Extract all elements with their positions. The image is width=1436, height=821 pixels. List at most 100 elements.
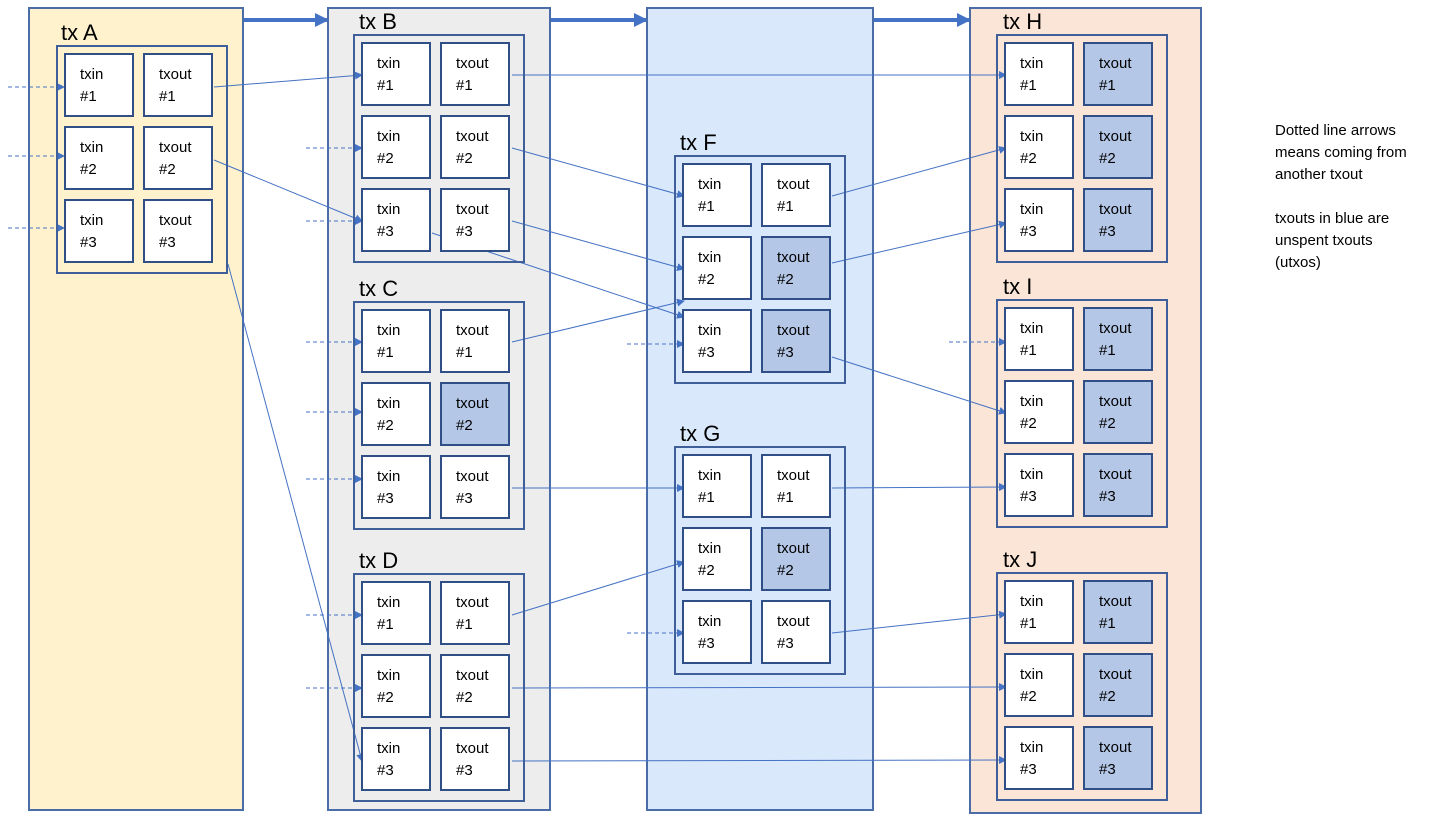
legend-note-utxo-line-2: unspent txouts: [1275, 232, 1373, 249]
cell-text: txout: [777, 613, 810, 630]
tx-i-txin-1: txin#1: [1004, 307, 1074, 371]
cell-text: txout: [1099, 593, 1132, 610]
spend-arrow: [511, 147, 685, 198]
spend-arrow: [213, 71, 363, 88]
cell-text: txout: [1099, 55, 1132, 72]
cell-text: txout: [456, 55, 489, 72]
tx-d-title: tx D: [359, 548, 399, 573]
tx-i-txout-2: txout#2: [1083, 380, 1153, 444]
cell-text: #1: [1099, 77, 1116, 94]
tx-h-txin-3: txin#3: [1004, 188, 1074, 252]
cell-text: txin: [1020, 55, 1044, 72]
cell-text: txin: [698, 467, 722, 484]
cell-text: #2: [1099, 688, 1116, 705]
tx-g-txin-1: txin #1: [682, 454, 752, 518]
tx-i-box: [996, 299, 1168, 528]
tx-j-txin-2: txin#2: [1004, 653, 1074, 717]
tx-d-txout-3: txout#3: [440, 727, 510, 791]
tx-f-txin-2: txin#2: [682, 236, 752, 300]
cell-text: txin: [1020, 466, 1044, 483]
tx-f-txout-3: txout#3: [761, 309, 831, 373]
spend-arrow: [831, 356, 1007, 415]
cell-text: #1: [377, 616, 394, 633]
cell-text: txin: [377, 55, 401, 72]
tx-a-box: [56, 45, 228, 274]
spend-arrow: [511, 560, 685, 616]
cell-text: txout: [1099, 739, 1132, 756]
cell-text: txin: [1020, 593, 1044, 610]
cell-text: txin: [377, 128, 401, 145]
tx-c-txout-3: txout#3: [440, 455, 510, 519]
tx-c-txin-2: txin#2: [361, 382, 431, 446]
cell-text: txin: [377, 201, 401, 218]
cell-text: #2: [698, 562, 715, 579]
block-column-3: [646, 7, 874, 811]
cell-text: txout: [159, 139, 192, 156]
tx-a-txin-2: txin #2: [64, 126, 134, 190]
spend-arrow: [213, 159, 363, 223]
spend-arrow: [831, 610, 1007, 634]
cell-text: txin: [80, 139, 104, 156]
tx-a-txout-2: txout#2: [143, 126, 213, 190]
tx-c-txout-1: txout#1: [440, 309, 510, 373]
spend-arrow: [227, 263, 365, 762]
tx-d-txin-2: txin#2: [361, 654, 431, 718]
tx-d-txout-1: txout#1: [440, 581, 510, 645]
spend-arrow: [511, 683, 1007, 692]
tx-c-box: [353, 301, 525, 530]
tx-c-txin-3: txin#3: [361, 455, 431, 519]
cell-text: txout: [1099, 201, 1132, 218]
cell-text: #2: [80, 161, 97, 178]
cell-text: #3: [80, 234, 97, 251]
cell-text: #1: [456, 344, 473, 361]
cell-text: #2: [1020, 688, 1037, 705]
tx-f-txin-3: txin#3: [682, 309, 752, 373]
cell-text: txin: [698, 322, 722, 339]
cell-text: #1: [698, 489, 715, 506]
cell-text: txout: [456, 201, 489, 218]
cell-text: txout: [777, 467, 810, 484]
spend-arrow: [831, 220, 1007, 264]
cell-text: #3: [159, 234, 176, 251]
cell-text: txout: [456, 468, 489, 485]
cell-text: #1: [777, 489, 794, 506]
cell-text: #3: [1099, 488, 1116, 505]
cell-text: #2: [377, 689, 394, 706]
tx-h-txin-2: txin#2: [1004, 115, 1074, 179]
tx-g-txin-3: txin#3: [682, 600, 752, 664]
cell-text: #2: [456, 689, 473, 706]
cell-text: txout: [456, 594, 489, 611]
cell-text: #1: [698, 198, 715, 215]
spend-arrow: [511, 220, 685, 271]
tx-i-title: tx I: [1003, 274, 1033, 299]
legend-note-utxo: txouts in blue are unspent txouts (utxos…: [1275, 208, 1435, 274]
tx-i-txin-3: txin#3: [1004, 453, 1074, 517]
cell-text: #2: [1020, 150, 1037, 167]
tx-a-txout-1: txout#1: [143, 53, 213, 117]
tx-b-txout-3: txout#3: [440, 188, 510, 252]
cell-text: txout: [159, 212, 192, 229]
legend-note-dotted: Dotted line arrows means coming from ano…: [1275, 120, 1435, 186]
cell-text: #1: [1020, 342, 1037, 359]
tx-a-txin-1: txin#1: [64, 53, 134, 117]
tx-g-title: tx G: [680, 421, 721, 446]
tx-h-title: tx H: [1003, 9, 1043, 34]
tx-g-txout-1: txout #1: [761, 454, 831, 518]
cell-text: txout: [1099, 466, 1132, 483]
tx-b-box: [353, 34, 525, 263]
tx-c-title: tx C: [359, 276, 399, 301]
cell-text: txin: [377, 468, 401, 485]
cell-text: #2: [1099, 150, 1116, 167]
cell-text: txout: [456, 395, 489, 412]
cell-text: #2: [698, 271, 715, 288]
cell-text: txout: [456, 667, 489, 684]
tx-i-txout-1: txout#1: [1083, 307, 1153, 371]
tx-g-txin-2: txin#2: [682, 527, 752, 591]
tx-f-txout-1: txout#1: [761, 163, 831, 227]
tx-j-txout-1: txout#1: [1083, 580, 1153, 644]
tx-g-txout-2: txout#2: [761, 527, 831, 591]
cell-text: txin: [377, 395, 401, 412]
legend-note-utxo-line-3: (utxos): [1275, 254, 1321, 271]
cell-text: #3: [377, 223, 394, 240]
